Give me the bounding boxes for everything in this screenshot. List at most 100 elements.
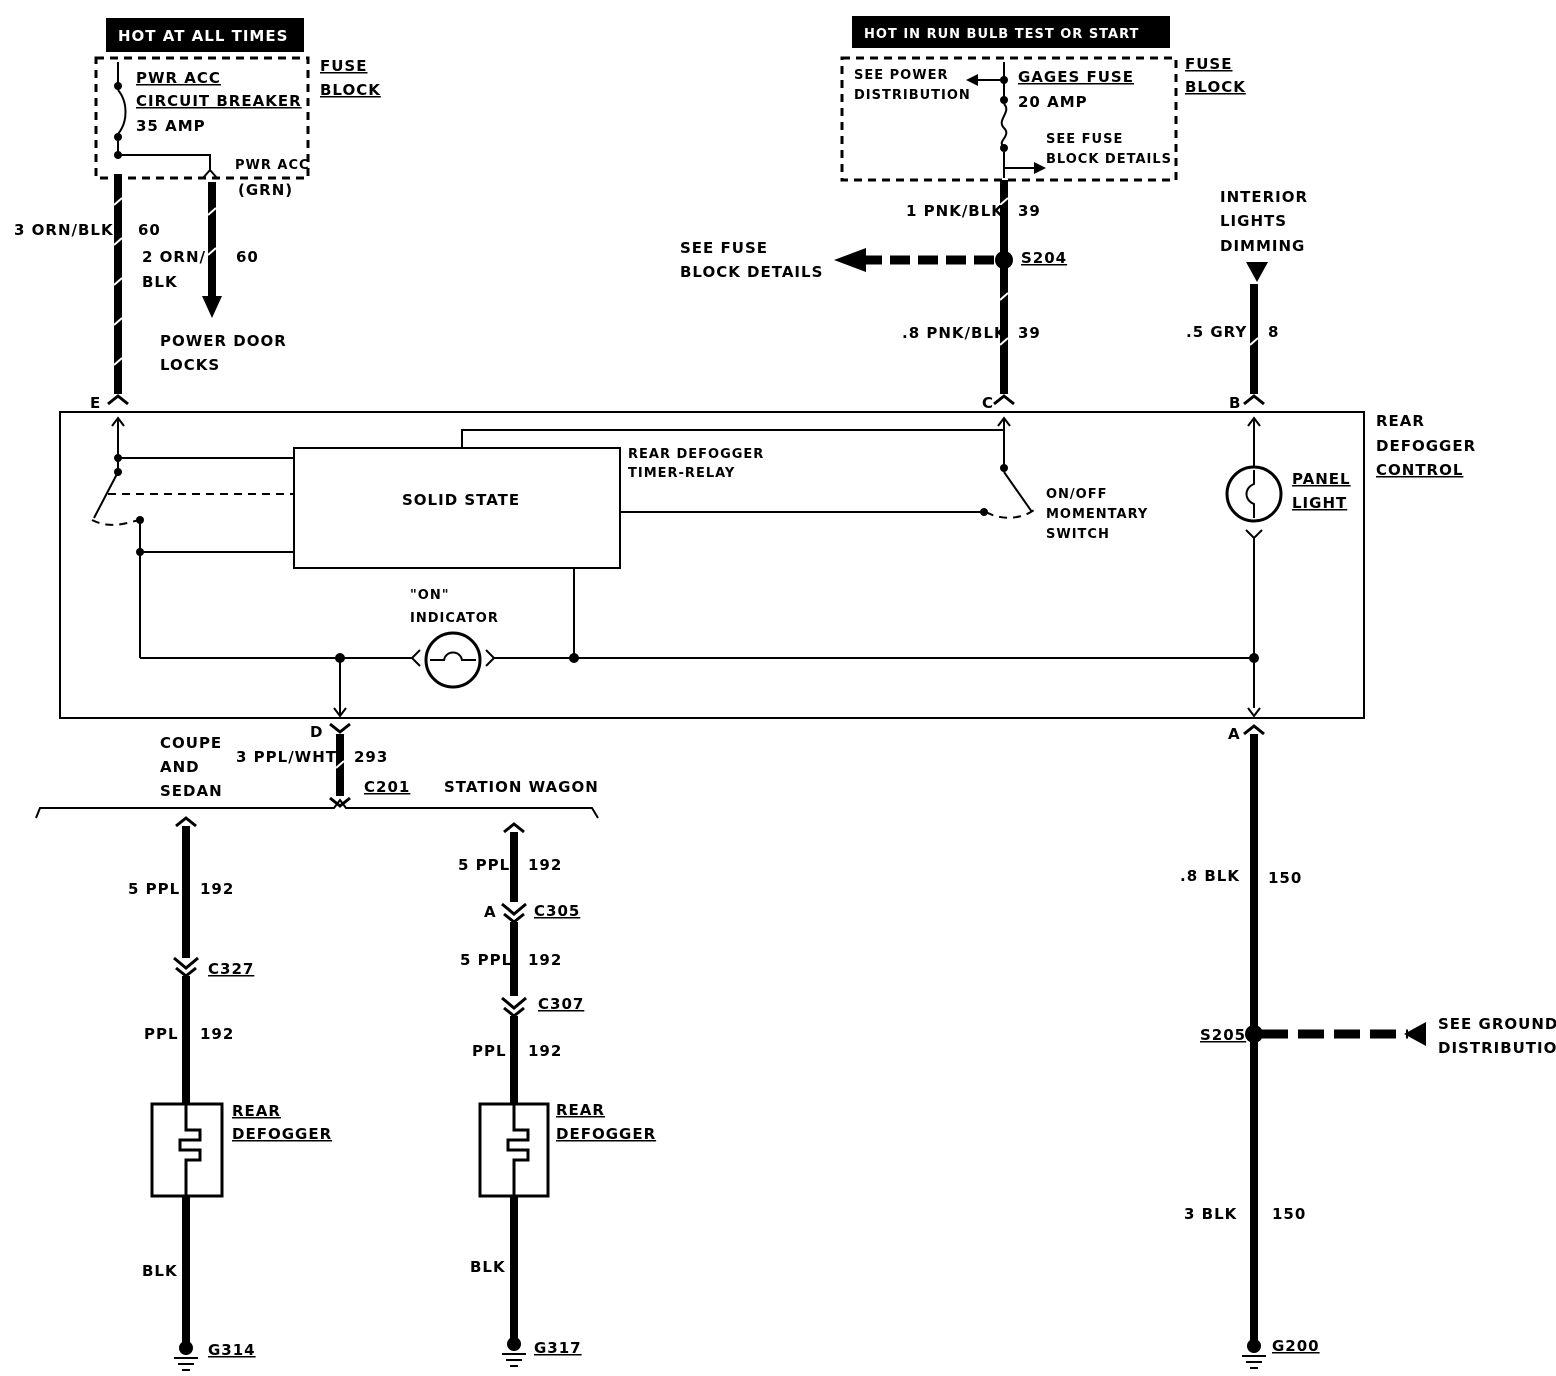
on-indicator-filament	[430, 651, 476, 661]
see-fuse-block-left-1: SEE FUSE	[680, 239, 768, 257]
pwr-acc-breaker-amp: 35 AMP	[136, 117, 206, 135]
sw-rear-defogger-label-2: DEFOGGER	[556, 1125, 656, 1143]
wire-e-hatch-1	[113, 197, 123, 206]
see-fuse-block-details-1: SEE FUSE	[1046, 132, 1123, 147]
c201-label: C201	[364, 778, 410, 796]
panel-return-junction	[1249, 653, 1259, 663]
pin-e-label: E	[90, 394, 101, 412]
pin-b-label: B	[1229, 394, 1241, 412]
control-outline	[59, 411, 1365, 719]
see-ground-distribution-1: SEE GROUND	[1438, 1015, 1556, 1033]
wire-c1-color-label: 1 PNK/BLK	[906, 202, 1004, 220]
sw-wire3-circuit-label: 192	[528, 1042, 562, 1060]
pin-c-label: C	[982, 394, 994, 412]
g317-label: G317	[534, 1339, 582, 1357]
wire-e-hatch-5	[113, 357, 123, 366]
coupe-label-3: SEDAN	[160, 782, 223, 800]
panel-light-arrow-bottom	[1245, 529, 1263, 540]
relay-contact-open	[91, 519, 141, 526]
c307-connector-icon	[501, 996, 527, 1018]
c201-connector-icon	[329, 796, 351, 808]
pwr-acc-terminal-icon	[202, 168, 218, 179]
cs-rear-defogger-label-2: DEFOGGER	[232, 1125, 332, 1143]
solid-state-box	[293, 447, 621, 569]
pin-b-connector-icon	[1243, 394, 1265, 406]
c327-connector-icon	[173, 956, 199, 978]
relay-contact-arm	[93, 471, 119, 519]
e-internal-arrow	[111, 416, 125, 427]
wire-c2-color-label: .8 PNK/BLK	[902, 324, 1007, 342]
sw-defogger-grid-icon	[506, 1104, 530, 1196]
fuse-contact-bottom	[1000, 144, 1008, 152]
switch-contact-top	[1000, 464, 1008, 472]
splice-s204-label: S204	[1021, 249, 1067, 267]
gages-fuse-amp: 20 AMP	[1018, 93, 1088, 111]
wire-d-circuit-label: 293	[354, 748, 388, 766]
c305-connector-icon	[501, 902, 527, 924]
control-title-3: CONTROL	[1376, 461, 1463, 479]
g200-label: G200	[1272, 1337, 1320, 1355]
coupe-label-2: AND	[160, 758, 200, 776]
hot-in-run-section: HOT IN RUN BULB TEST OR START FUSE BLOCK…	[680, 16, 1308, 394]
c-feed-to-solid-state	[461, 429, 1004, 448]
panel-light-label-2: LIGHT	[1292, 494, 1347, 512]
wire-c2-circuit-label: 39	[1018, 324, 1041, 342]
fuse-block-right-label-2: BLOCK	[1185, 78, 1246, 96]
indicator-left-arrow	[410, 649, 421, 667]
on-indicator-bulb-icon	[424, 631, 482, 689]
wire-a2-circuit-label: 150	[1272, 1205, 1306, 1223]
wire-e-hatch-3	[113, 277, 123, 286]
wire-c-hatch-1	[999, 197, 1009, 206]
fuse-block-right-label-1: FUSE	[1185, 55, 1232, 73]
interior-lights-label-1: INTERIOR	[1220, 188, 1308, 206]
splice-s204	[995, 251, 1013, 269]
switch-open-path	[985, 509, 1035, 519]
sw-wire3-color-label: PPL	[472, 1042, 507, 1060]
see-power-distribution-1: SEE POWER	[854, 68, 948, 83]
door-locks-arrow-icon	[202, 296, 222, 318]
hot-in-run-header-box	[852, 16, 1170, 48]
wire-door-color-label-1: 2 ORN/	[142, 248, 206, 266]
hot-in-run-header: HOT IN RUN BULB TEST OR START	[864, 27, 1139, 42]
pwr-acc-terminal-label: PWR ACC	[235, 158, 310, 173]
pin-a-label: A	[1228, 725, 1241, 743]
see-ground-distribution-2: DISTRIBUTION	[1438, 1039, 1556, 1057]
see-fuse-block-left-2: BLOCK DETAILS	[680, 263, 823, 281]
panel-light-filament	[1245, 470, 1255, 518]
wire-door-hatch-2	[207, 247, 217, 256]
momentary-switch-label-2: MOMENTARY	[1046, 507, 1148, 522]
indicator-right-arrow	[485, 649, 496, 667]
c307-label: C307	[538, 995, 584, 1013]
sw-rear-defogger-label-1: REAR	[556, 1101, 605, 1119]
interior-lights-label-3: DIMMING	[1220, 237, 1305, 255]
fuse-block-right-outline	[840, 56, 1178, 182]
fuse-contact-top	[1000, 96, 1008, 104]
breaker-contact-top	[114, 82, 122, 90]
ground-distribution-arrow-icon	[1404, 1022, 1426, 1046]
sw-blk-label: BLK	[470, 1258, 506, 1276]
c327-label: C327	[208, 960, 254, 978]
wire-door-circuit-label: 60	[236, 248, 259, 266]
on-indicator-label-1: "ON"	[410, 588, 449, 603]
wire-c1-circuit-label: 39	[1018, 202, 1041, 220]
sw-wire1-circuit-label: 192	[528, 856, 562, 874]
pwr-acc-grn-label: (GRN)	[238, 181, 293, 199]
breaker-to-pwr-acc	[118, 154, 211, 170]
gages-fuse-label: GAGES FUSE	[1018, 68, 1134, 86]
pin-a-connector-icon	[1243, 724, 1265, 736]
wire-b-hatch-1	[1249, 337, 1259, 346]
wire-b-color-label: .5 GRY	[1186, 323, 1247, 341]
a-internal-arrow	[1247, 707, 1261, 718]
cs-defogger-grid-icon	[178, 1104, 202, 1196]
hot-at-all-times-section: HOT AT ALL TIMES FUSE BLOCK PWR ACC CIRC…	[14, 18, 380, 394]
dimming-arrow-icon	[1246, 262, 1268, 282]
cs-wire1-color-label: 5 PPL	[128, 880, 180, 898]
see-power-distribution-2: DISTRIBUTION	[854, 88, 971, 103]
see-fuse-block-details-2: BLOCK DETAILS	[1046, 152, 1172, 167]
g314-label: G314	[208, 1341, 256, 1359]
indicator-junction-right	[569, 653, 579, 663]
sw-wire1-color-label: 5 PPL	[458, 856, 510, 874]
hot-at-all-times-header-box	[106, 18, 304, 52]
circuit-breaker-icon	[117, 89, 127, 135]
